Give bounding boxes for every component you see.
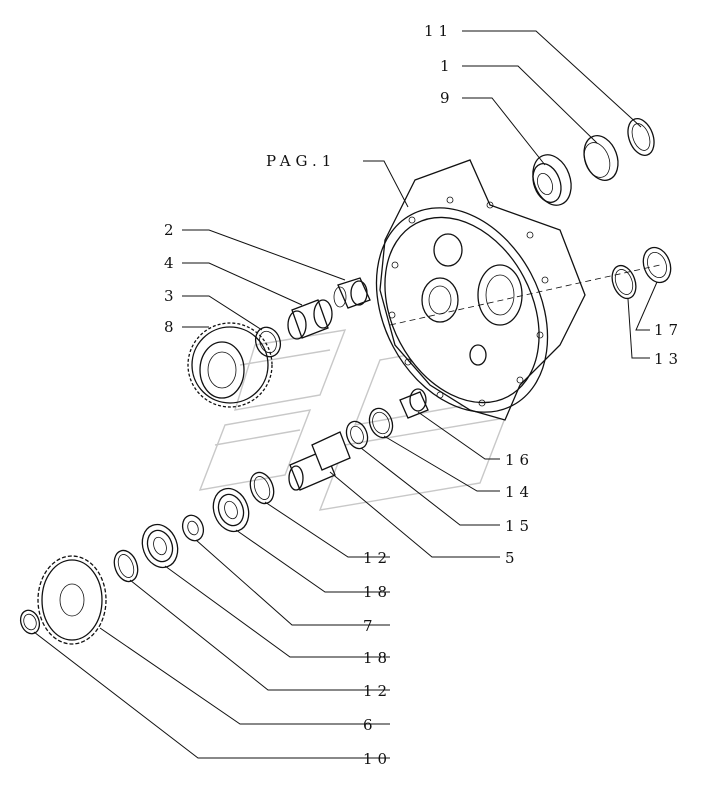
label-part-4: 4 xyxy=(164,254,179,272)
part-9-bearing xyxy=(532,154,572,206)
part-18-bearing-upper xyxy=(212,487,250,533)
label-part-15: 15 xyxy=(505,517,534,535)
label-part-2: 2 xyxy=(164,221,179,239)
label-part-8: 8 xyxy=(164,318,179,336)
part-3-ring xyxy=(254,326,282,358)
label-part-6: 6 xyxy=(363,716,378,734)
label-part-16: 16 xyxy=(505,451,534,469)
label-part-13: 13 xyxy=(654,350,683,368)
part-14-o-ring xyxy=(368,407,394,439)
part-1-seal xyxy=(583,135,619,181)
part-12-snap-ring-upper xyxy=(249,471,275,505)
label-part-18-upper: 18 xyxy=(363,583,392,601)
housing-pag1 xyxy=(375,159,586,421)
assembly-axis-line xyxy=(389,264,661,326)
label-part-1: 1 xyxy=(440,57,455,75)
part-11-snap-ring xyxy=(627,118,655,156)
leader-lines xyxy=(33,30,658,759)
part-6-sprocket xyxy=(37,555,107,645)
part-8-gear xyxy=(187,322,273,408)
label-part-5: 5 xyxy=(505,549,520,567)
part-7-washer xyxy=(181,514,205,542)
part-12-snap-ring-lower xyxy=(113,549,139,583)
label-part-10: 10 xyxy=(363,750,392,768)
label-pag-1: PAG.1 xyxy=(266,152,336,170)
label-part-9: 9 xyxy=(440,89,455,107)
label-part-3: 3 xyxy=(164,287,179,305)
part-13-snap-ring xyxy=(611,264,637,300)
part-5-splined-shaft xyxy=(288,431,351,491)
part-10-snap-ring xyxy=(19,609,41,635)
label-part-11: 11 xyxy=(424,22,453,40)
label-part-12-upper: 12 xyxy=(363,549,392,567)
part-17-ring xyxy=(642,246,672,284)
part-18-bearing-lower xyxy=(141,523,179,569)
part-4-needle-bearing xyxy=(287,299,333,340)
part-2-splined-sleeve xyxy=(333,277,371,309)
label-part-17: 17 xyxy=(654,321,683,339)
label-part-14: 14 xyxy=(505,483,534,501)
part-16-plug xyxy=(399,388,429,419)
label-part-7: 7 xyxy=(363,617,378,635)
label-part-12-lower: 12 xyxy=(363,682,392,700)
label-part-18-lower: 18 xyxy=(363,649,392,667)
